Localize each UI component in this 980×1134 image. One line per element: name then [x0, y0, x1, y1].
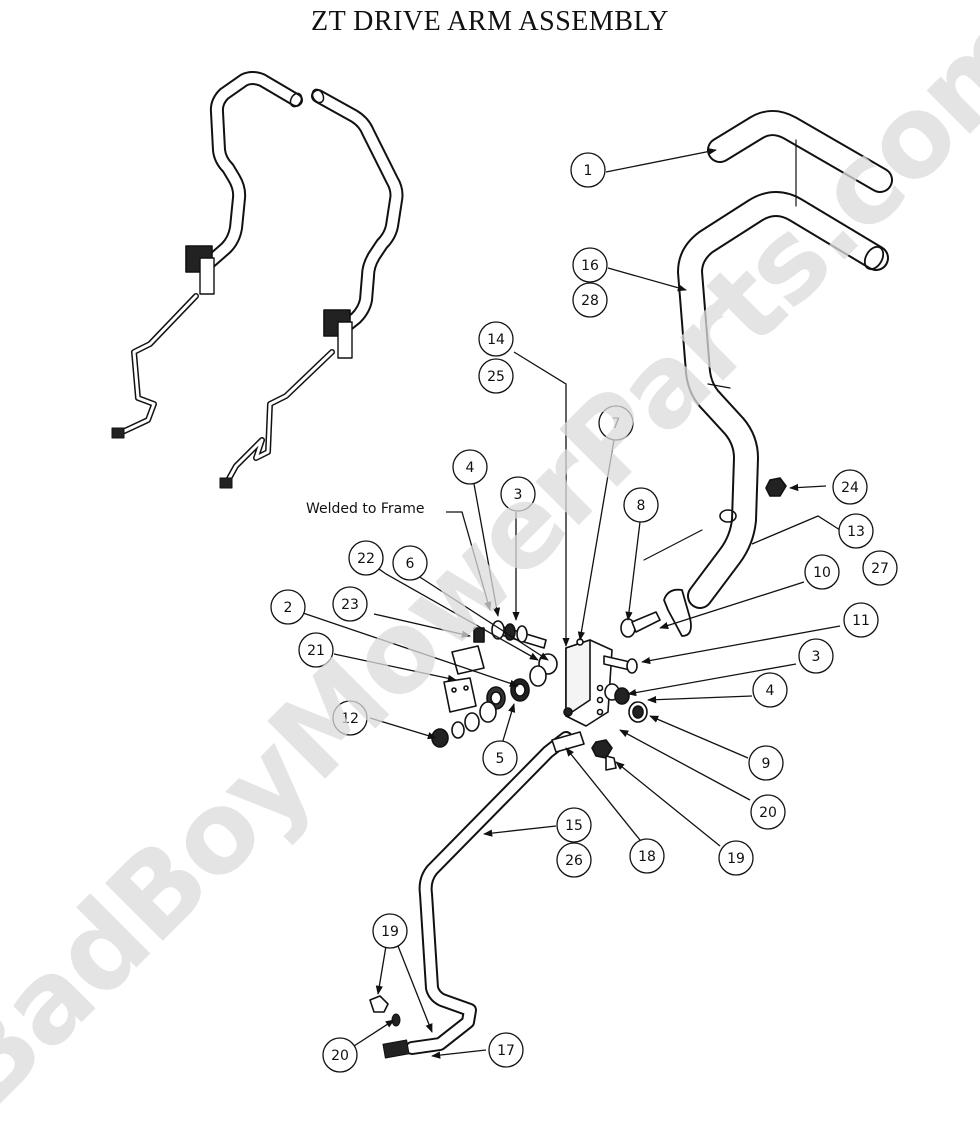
- svg-text:9: 9: [762, 756, 771, 772]
- svg-text:27: 27: [871, 561, 889, 577]
- svg-text:18: 18: [638, 849, 656, 865]
- callout-28: 28: [572, 282, 608, 318]
- svg-text:25: 25: [487, 369, 505, 385]
- callout-2: 2: [270, 589, 306, 625]
- svg-text:4: 4: [766, 683, 775, 699]
- svg-text:5: 5: [496, 751, 505, 767]
- svg-text:4: 4: [466, 460, 475, 476]
- svg-text:10: 10: [813, 565, 831, 581]
- callout-20-lower: 20: [322, 1037, 358, 1073]
- svg-text:13: 13: [847, 524, 865, 540]
- svg-text:6: 6: [406, 556, 415, 572]
- callout-8: 8: [623, 487, 659, 523]
- callout-9: 9: [748, 745, 784, 781]
- callout-22: 22: [348, 540, 384, 576]
- svg-text:19: 19: [727, 851, 745, 867]
- callout-21: 21: [298, 632, 334, 668]
- callout-23: 23: [332, 586, 368, 622]
- svg-text:19: 19: [381, 924, 399, 940]
- callout-18: 18: [629, 838, 665, 874]
- svg-text:14: 14: [487, 332, 505, 348]
- callout-13: 13: [838, 513, 874, 549]
- svg-text:26: 26: [565, 853, 583, 869]
- leader-lines: [299, 148, 841, 1059]
- svg-text:28: 28: [581, 293, 599, 309]
- callout-24: 24: [832, 469, 868, 505]
- callout-19-upper: 19: [718, 840, 754, 876]
- svg-text:1: 1: [584, 163, 593, 179]
- svg-text:22: 22: [357, 551, 375, 567]
- callout-17: 17: [488, 1032, 524, 1068]
- page-title: ZT DRIVE ARM ASSEMBLY: [310, 6, 669, 37]
- svg-text:24: 24: [841, 480, 859, 496]
- callouts: 1 16 28 14 25 7 4 3 8 24 13 27 22 6 10 2…: [270, 152, 898, 1073]
- callout-11: 11: [843, 602, 879, 638]
- svg-text:17: 17: [497, 1043, 515, 1059]
- callout-14: 14: [478, 321, 514, 357]
- callout-1: 1: [570, 152, 606, 188]
- callout-4-upper: 4: [452, 449, 488, 485]
- callout-7: 7: [598, 405, 634, 441]
- callout-15: 15: [556, 807, 592, 843]
- callout-19-lower: 19: [372, 913, 408, 949]
- callout-25: 25: [478, 358, 514, 394]
- callout-3-lower: 3: [798, 638, 834, 674]
- svg-text:3: 3: [812, 649, 821, 665]
- lower-control-rod: [369, 731, 585, 1059]
- svg-text:3: 3: [514, 487, 523, 503]
- parts-diagram: 1 16 28 14 25 7 4 3 8 24 13 27 22 6 10 2…: [111, 71, 898, 1073]
- callout-26: 26: [556, 842, 592, 878]
- callout-3-upper: 3: [500, 476, 536, 512]
- callout-20-upper: 20: [750, 794, 786, 830]
- svg-text:20: 20: [331, 1048, 349, 1064]
- callout-10: 10: [804, 554, 840, 590]
- svg-text:20: 20: [759, 805, 777, 821]
- svg-text:15: 15: [565, 818, 583, 834]
- welded-to-frame-note: Welded to Frame: [306, 501, 425, 517]
- callout-16: 16: [572, 247, 608, 283]
- svg-text:2: 2: [284, 600, 293, 616]
- callout-27: 27: [862, 550, 898, 586]
- callout-12: 12: [332, 700, 368, 736]
- main-drive-arm-handle: [643, 110, 893, 637]
- svg-text:8: 8: [637, 498, 646, 514]
- callout-6: 6: [392, 545, 428, 581]
- svg-text:23: 23: [341, 597, 359, 613]
- svg-text:12: 12: [341, 711, 359, 727]
- svg-text:21: 21: [307, 643, 325, 659]
- callout-4-lower: 4: [752, 672, 788, 708]
- svg-text:7: 7: [612, 416, 621, 432]
- overview-left-arm: [111, 71, 303, 439]
- overview-right-arm: [219, 88, 404, 489]
- svg-text:11: 11: [852, 613, 870, 629]
- callout-5: 5: [482, 740, 518, 776]
- svg-text:16: 16: [581, 258, 599, 274]
